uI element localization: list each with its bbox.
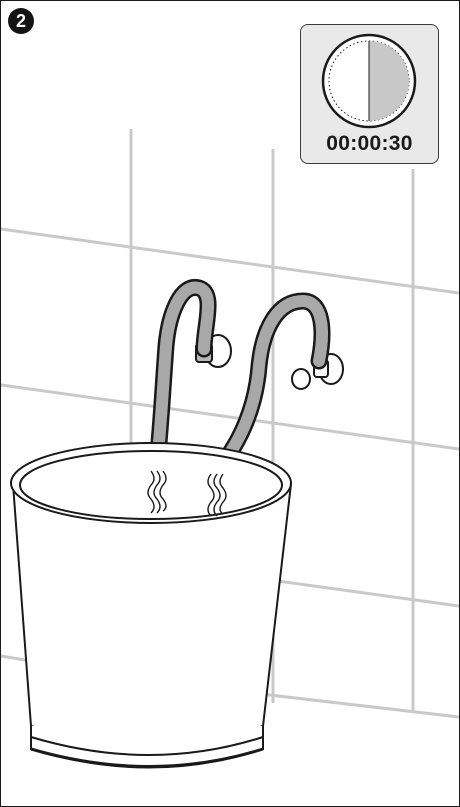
step-number-badge: 2 bbox=[8, 8, 34, 34]
bucket-icon bbox=[11, 443, 291, 768]
stopwatch-icon bbox=[319, 31, 419, 131]
timer-readout: 00:00:30 bbox=[301, 132, 438, 156]
timer-panel: 00:00:30 bbox=[300, 24, 439, 164]
